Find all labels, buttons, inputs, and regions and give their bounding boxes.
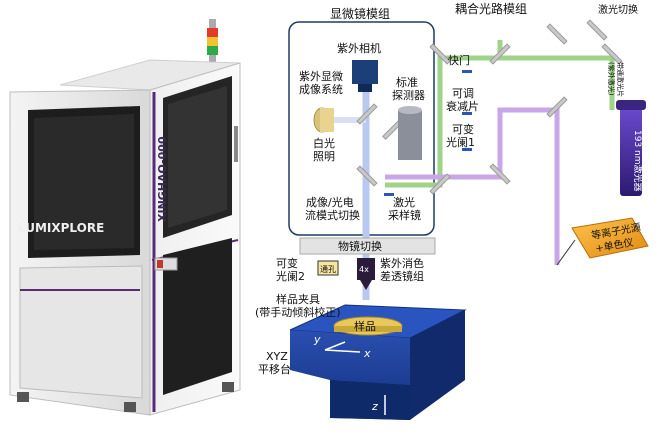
machine-model: XINGHAO-000: [156, 136, 169, 222]
green-beam-2: [500, 55, 615, 110]
label-uv-imaging-2: 成像系统: [299, 83, 343, 96]
label-microscope-group: 显微镜模组: [330, 6, 390, 21]
sampling-marker: [384, 193, 394, 196]
shutter-marker: [462, 70, 472, 73]
wheel-back-right: [222, 382, 234, 392]
label-sample-holder-1: 样品夹具: [276, 292, 320, 306]
signal-light-red: [207, 28, 218, 37]
label-axis-x: x: [363, 347, 371, 360]
through-hole-box: [317, 260, 339, 276]
xyz-stage: [289, 304, 467, 420]
label-uv-camera: 紫外相机: [337, 41, 381, 55]
signal-light-green: [207, 46, 218, 55]
stage-side: [410, 310, 465, 420]
label-attenuator-2: 衰减片: [446, 99, 479, 113]
label-tunable-laser-2: (紫外激光): [607, 62, 616, 96]
label-axis-z: z: [371, 400, 378, 413]
label-mode-switch-2: 流模式切换: [305, 208, 360, 222]
label-axis-y: y: [313, 333, 321, 346]
label-xyz-stage-1: XYZ: [266, 350, 288, 363]
mirror-7: [489, 163, 511, 185]
label-uv-imaging-1: 紫外显微: [299, 69, 343, 83]
label-aperture2-2: 光阑2: [276, 269, 305, 283]
label-laser-sampling-2: 采样镜: [388, 208, 421, 222]
label-attenuator-1: 可调: [452, 87, 474, 100]
mirror-11: [546, 96, 568, 118]
wheel-front-right: [124, 402, 136, 412]
label-aperture1-1: 可变: [452, 122, 474, 136]
objective-switch-bar: [299, 237, 436, 255]
label-white-light-2: 照明: [313, 150, 335, 163]
badge-red-mark: [157, 260, 163, 268]
mirror-10: [601, 43, 623, 65]
label-sample: 样品: [354, 319, 376, 333]
std-detector-top: [398, 106, 422, 114]
objective-tip: [360, 280, 372, 290]
wheel-front-left: [17, 392, 29, 402]
mirror-9: [586, 19, 608, 41]
laser-193nm: [616, 100, 646, 196]
label-aperture1-2: 光阑1: [446, 135, 475, 149]
label-xyz-stage-2: 平移台: [258, 362, 291, 376]
mirror-6: [489, 43, 511, 65]
signal-light-yellow: [207, 37, 218, 46]
label-laser-193: 193 nm激光器: [632, 130, 644, 192]
mirror-8: [546, 23, 568, 45]
cabinet-window-inner: [34, 114, 134, 250]
label-uv-achromat-1: 紫外消色: [380, 256, 424, 270]
label-objective-4x: 4x: [359, 265, 369, 274]
objective-4x: [357, 258, 375, 280]
plasma-source: [571, 217, 649, 259]
label-mode-switch-1: 成像/光电: [306, 195, 354, 209]
lower-side-panel: [163, 238, 232, 395]
stage-column: [330, 380, 410, 420]
white-light-body: [320, 108, 334, 132]
label-uv-achromat-2: 差透镜组: [380, 269, 424, 283]
laser-cap: [616, 100, 646, 110]
label-white-light-1: 白光: [313, 136, 335, 150]
mirrors: [356, 19, 623, 195]
mirror-5: [429, 173, 451, 195]
label-aperture2-1: 可变: [276, 256, 298, 270]
microscope-module-box: [288, 21, 435, 236]
machine-illustration: LUMIXPLORE XINGHAO-000: [9, 19, 241, 416]
attenuator-marker: [462, 112, 472, 115]
door-handle: [234, 126, 238, 162]
machine-logo: LUMIXPLORE: [18, 221, 104, 235]
label-laser-sampling-1: 激光: [393, 195, 415, 209]
label-coupling-group: 耦合光路模组: [455, 1, 527, 16]
label-std-detector-2: 探测器: [392, 89, 425, 102]
uv-camera-lens: [358, 84, 372, 92]
side-window-inner: [168, 86, 227, 228]
sample-disc-edge: [334, 326, 402, 332]
plasma-fiber: [556, 239, 576, 266]
label-objective-switch: 物镜切换: [338, 239, 382, 253]
lower-front-panel: [19, 265, 143, 399]
label-sample-holder-2: (带手动倾斜校正): [255, 305, 341, 319]
label-std-detector-1: 标准: [396, 75, 418, 89]
axis-y-line: [324, 341, 346, 351]
aperture1-marker: [462, 148, 472, 151]
label-through-hole: 通孔: [320, 264, 336, 274]
label-shutter: 快门: [448, 53, 470, 67]
mirror-1: [356, 103, 378, 125]
mirror-2: [356, 165, 378, 187]
optical-diagram: 显微镜模组 耦合光路模组 激光切换 紫外相机 紫外显微 成像系统 标准 探测器 …: [255, 1, 649, 420]
uv-camera-body: [352, 60, 378, 84]
laser-body: [620, 106, 642, 196]
purple-beam: [385, 107, 560, 265]
label-tunable-laser-1: 带通激光片: [616, 62, 625, 97]
label-laser-switch: 激光切换: [598, 3, 638, 16]
mirror-4: [429, 43, 451, 65]
std-detector: [398, 110, 422, 160]
axis-x-line: [324, 349, 361, 353]
